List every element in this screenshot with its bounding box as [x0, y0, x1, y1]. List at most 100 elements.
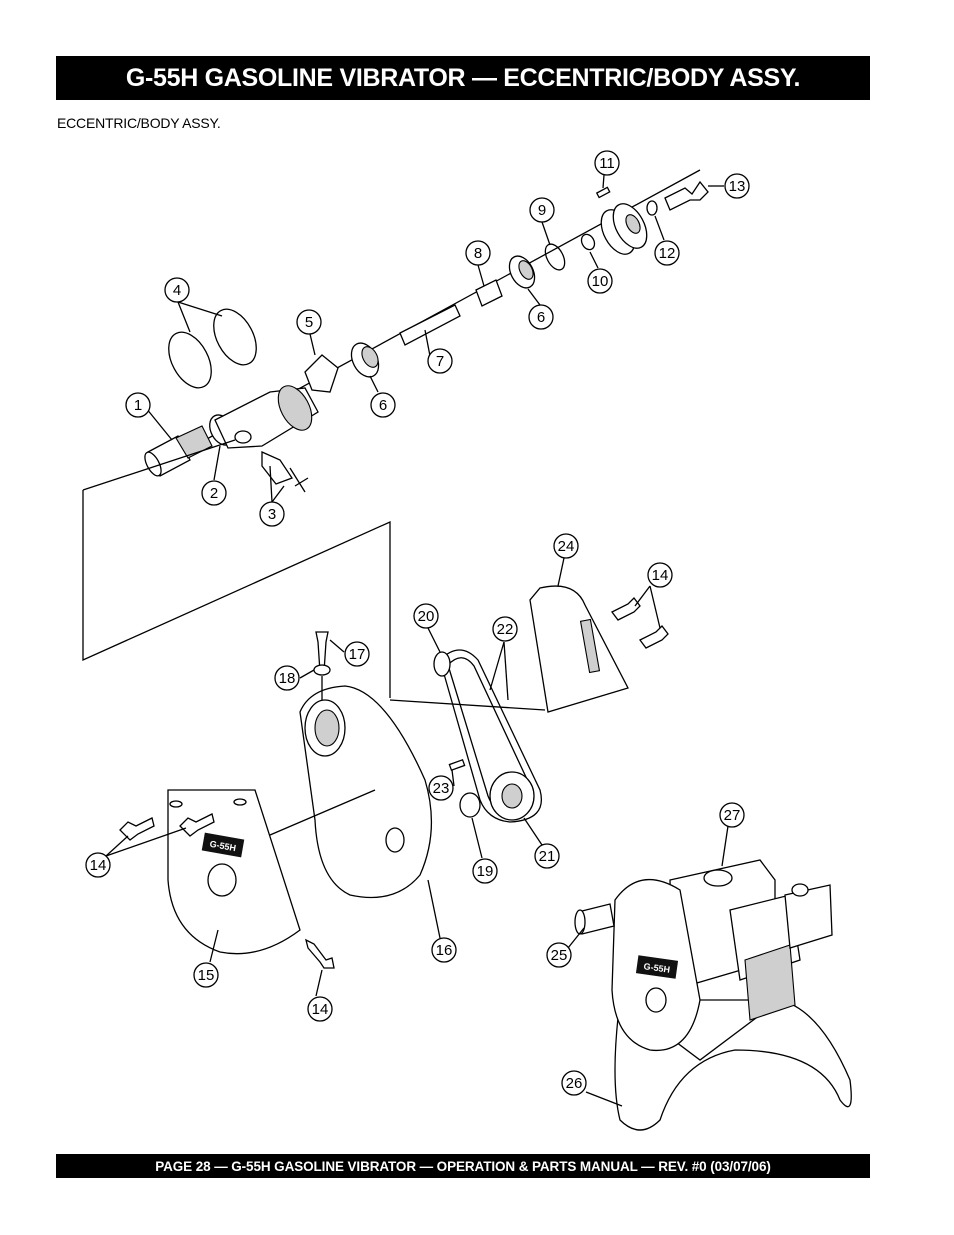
- part-24-belt-guard: [529, 585, 629, 713]
- part-14-bolt-left-a: [119, 817, 155, 841]
- callout-10: 10: [587, 268, 613, 294]
- svg-text:12: 12: [659, 245, 676, 262]
- leader-lines: [105, 174, 729, 1107]
- callout-5: 5: [296, 309, 322, 335]
- part-1-fitting: [144, 425, 213, 477]
- svg-text:23: 23: [433, 780, 450, 797]
- part-13-bolt: [664, 180, 709, 211]
- projection-frame: [82, 490, 391, 698]
- page-title: G-55H GASOLINE VIBRATOR — ECCENTRIC/BODY…: [56, 56, 870, 100]
- part-4-oring-a: [168, 331, 212, 389]
- callout-6b: 6: [528, 304, 554, 330]
- part-11-key: [595, 186, 611, 199]
- part-19-hub: [459, 792, 481, 818]
- callout-14a: 14: [647, 562, 673, 588]
- svg-text:14: 14: [90, 857, 107, 874]
- callout-12: 12: [654, 240, 680, 266]
- part-housing: [214, 385, 319, 449]
- part-pulley: [600, 203, 648, 255]
- callout-25: 25: [546, 942, 572, 968]
- model-badge-unit: G-55H: [635, 955, 679, 979]
- part-9-snap-ring: [544, 243, 566, 271]
- part-10-collar: [580, 233, 596, 251]
- callout-17: 17: [344, 641, 370, 667]
- callout-15: 15: [193, 962, 219, 988]
- callout-4: 4: [164, 277, 190, 303]
- part-18-nut: [313, 664, 331, 676]
- part-22-belts: [439, 649, 542, 823]
- svg-text:19: 19: [477, 863, 494, 880]
- svg-text:8: 8: [474, 245, 482, 262]
- callout-19: 19: [472, 858, 498, 884]
- svg-text:6: 6: [537, 309, 545, 326]
- body-assembly: G-55H: [119, 585, 669, 969]
- callout-7: 7: [427, 348, 453, 374]
- svg-text:G-55H: G-55H: [643, 961, 671, 975]
- callout-22: 22: [492, 616, 518, 642]
- callout-13: 13: [724, 173, 750, 199]
- callout-26: 26: [561, 1070, 587, 1096]
- svg-text:10: 10: [592, 273, 609, 290]
- svg-text:11: 11: [599, 155, 615, 172]
- callout-6a: 6: [370, 392, 396, 418]
- callout-16: 16: [431, 937, 457, 963]
- eccentric-assembly: [144, 169, 709, 493]
- svg-text:9: 9: [538, 202, 546, 219]
- svg-text:4: 4: [173, 282, 181, 299]
- part-5-weight: [304, 354, 339, 393]
- part-23-key: [448, 758, 466, 772]
- part-3-plug: [261, 450, 309, 493]
- callout-18: 18: [274, 665, 300, 691]
- svg-text:27: 27: [724, 807, 741, 824]
- part-14-bolt-bottom: [305, 938, 335, 969]
- svg-text:22: 22: [497, 621, 514, 638]
- part-4-oring-b: [213, 308, 257, 366]
- part-14-bolt-right-a: [611, 597, 641, 621]
- svg-text:7: 7: [436, 353, 444, 370]
- callout-20: 20: [413, 603, 439, 629]
- svg-text:14: 14: [312, 1001, 329, 1018]
- svg-text:21: 21: [539, 848, 556, 865]
- callout-8: 8: [465, 240, 491, 266]
- callout-23: 23: [428, 775, 454, 801]
- section-subtitle: ECCENTRIC/BODY ASSY.: [57, 115, 221, 131]
- svg-text:18: 18: [279, 670, 296, 687]
- svg-text:15: 15: [198, 967, 215, 984]
- part-20-pulley: [433, 651, 451, 677]
- svg-text:6: 6: [379, 397, 387, 414]
- callout-2: 2: [201, 480, 227, 506]
- svg-text:25: 25: [551, 947, 568, 964]
- svg-text:16: 16: [436, 942, 453, 959]
- callout-14c: 14: [307, 996, 333, 1022]
- part-27-engine: [669, 859, 833, 1021]
- complete-unit: G-55H: [574, 859, 852, 1131]
- part-14-bolt-left-b: [179, 813, 215, 837]
- model-badge-guard: G-55H: [201, 832, 245, 858]
- svg-text:13: 13: [729, 178, 746, 195]
- part-8-spacer: [475, 279, 503, 307]
- callout-11: 11: [594, 150, 620, 176]
- part-12-washer: [646, 200, 658, 216]
- svg-text:1: 1: [134, 397, 142, 414]
- svg-text:5: 5: [305, 314, 313, 331]
- svg-text:2: 2: [210, 485, 218, 502]
- svg-text:14: 14: [652, 567, 669, 584]
- svg-text:24: 24: [558, 538, 575, 555]
- svg-text:26: 26: [566, 1075, 583, 1092]
- svg-text:20: 20: [418, 608, 435, 625]
- callouts: 1 2 3 4 5 6 7 8 6 9 10 11 12 13 24 14 20…: [85, 150, 750, 1096]
- page-footer: PAGE 28 — G-55H GASOLINE VIBRATOR — OPER…: [56, 1154, 870, 1178]
- callout-24: 24: [553, 533, 579, 559]
- callout-14b: 14: [85, 852, 111, 878]
- callout-1: 1: [125, 392, 151, 418]
- part-7-shaft: [399, 304, 461, 346]
- callout-9: 9: [529, 197, 555, 223]
- callout-27: 27: [719, 802, 745, 828]
- part-14-bolt-right-b: [639, 625, 669, 649]
- svg-text:17: 17: [349, 646, 366, 663]
- svg-text:3: 3: [268, 506, 276, 523]
- callout-21: 21: [534, 843, 560, 869]
- svg-text:G-55H: G-55H: [209, 839, 237, 853]
- callout-3: 3: [259, 501, 285, 527]
